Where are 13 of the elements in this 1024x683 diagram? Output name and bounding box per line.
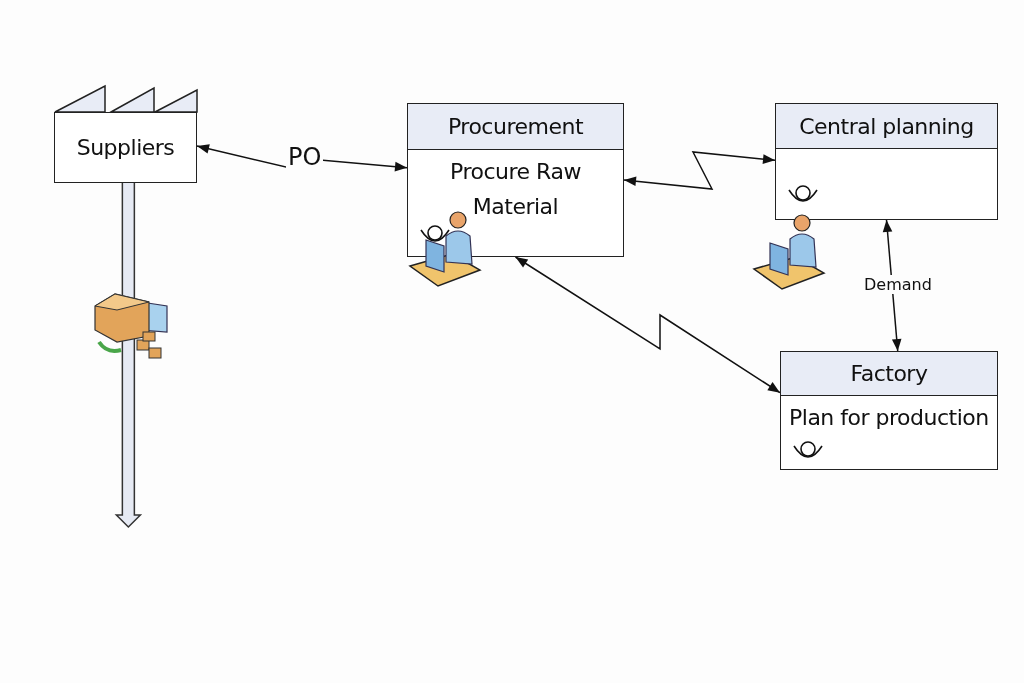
node-header: Procurement	[408, 104, 623, 150]
arrow	[623, 151, 776, 190]
node-title: Suppliers	[76, 135, 175, 160]
node-body-text: Plan for production	[788, 404, 990, 432]
swimlane-box	[780, 351, 998, 470]
swimlane-box	[407, 103, 624, 257]
edge-label: Demand	[862, 275, 934, 294]
node-body-text: Procure Raw Material	[449, 158, 582, 222]
node-header: Central planning	[776, 104, 997, 149]
factory-box	[54, 112, 197, 183]
node-header: Factory	[781, 352, 997, 396]
arrow	[514, 256, 781, 394]
swimlane-box	[775, 103, 998, 220]
